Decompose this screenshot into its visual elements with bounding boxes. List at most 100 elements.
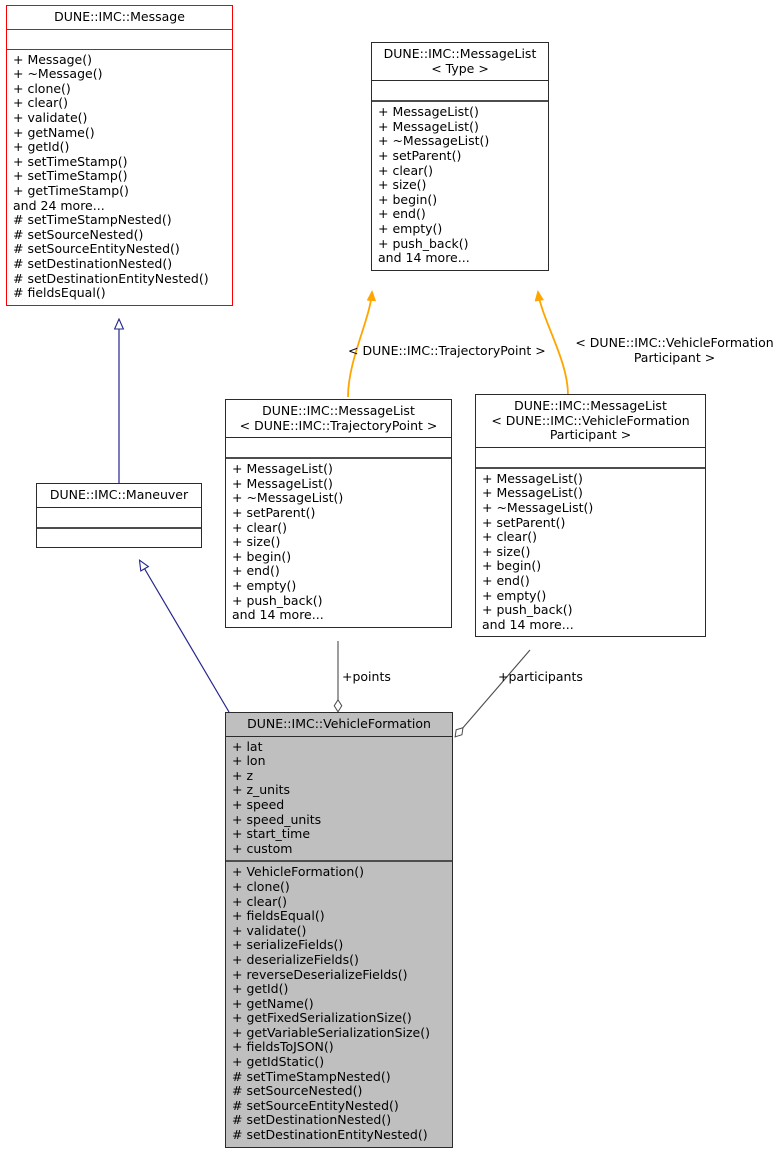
class-attributes-messagelist-vehicleformationparticipant bbox=[476, 448, 705, 467]
edge-label-points: +points bbox=[342, 669, 391, 684]
operation-row: + reverseDeserializeFields() bbox=[232, 966, 408, 982]
operation-row: + MessageList() bbox=[482, 485, 583, 501]
operation-row: # setSourceEntityNested() bbox=[232, 1097, 399, 1113]
operation-row: + clear() bbox=[13, 95, 69, 111]
class-box-vehicleformation[interactable]: DUNE::IMC::VehicleFormation + lat + lon … bbox=[225, 712, 453, 1148]
separator bbox=[226, 437, 451, 439]
operation-row: + MessageList() bbox=[232, 475, 333, 491]
operation-row: # setTimeStampNested() bbox=[232, 1068, 391, 1084]
operation-row: + ~Message() bbox=[13, 66, 103, 82]
operation-row: + size() bbox=[378, 177, 427, 193]
attribute-row: + z_units bbox=[232, 782, 290, 798]
operation-row: + push_back() bbox=[232, 592, 323, 608]
class-attributes-messagelist-trajectorypoint bbox=[226, 438, 451, 457]
operation-row: + empty() bbox=[482, 587, 547, 603]
operation-row: + empty() bbox=[232, 577, 297, 593]
separator bbox=[226, 735, 452, 737]
operation-row: + clear() bbox=[232, 893, 288, 909]
attribute-row: + speed_units bbox=[232, 811, 322, 827]
operation-row: + Message() bbox=[13, 51, 92, 67]
edge-vehicleformation-to-maneuver bbox=[140, 561, 230, 713]
operation-row: + setParent() bbox=[482, 514, 566, 530]
attribute-row: + start_time bbox=[232, 826, 311, 842]
operation-row: + getTimeStamp() bbox=[13, 182, 129, 198]
operation-row: # setDestinationEntityNested() bbox=[13, 270, 209, 286]
class-attributes-messagelist-type bbox=[372, 81, 548, 100]
operation-row: # setSourceEntityNested() bbox=[13, 241, 180, 257]
operation-row: + ~MessageList() bbox=[232, 490, 344, 506]
class-box-message[interactable]: DUNE::IMC::Message + Message() + ~Messag… bbox=[6, 5, 233, 306]
operation-row: + size() bbox=[232, 534, 281, 550]
operation-row: # fieldsEqual() bbox=[13, 285, 106, 301]
class-operations-maneuver bbox=[37, 529, 201, 547]
class-title-message: DUNE::IMC::Message bbox=[54, 9, 185, 24]
edge-aggregation-participants bbox=[455, 649, 531, 737]
operation-row: + end() bbox=[482, 572, 530, 588]
class-title-maneuver: DUNE::IMC::Maneuver bbox=[49, 487, 189, 502]
separator bbox=[372, 80, 548, 82]
edge-label-participants: +participants bbox=[498, 669, 583, 684]
operation-row: + deserializeFields() bbox=[232, 951, 359, 967]
class-attributes-message bbox=[7, 30, 232, 49]
separator bbox=[476, 446, 705, 448]
class-operations-messagelist-type: + MessageList() + MessageList() + ~Messa… bbox=[372, 102, 548, 270]
class-box-messagelist-trajectorypoint[interactable]: DUNE::IMC::MessageList < DUNE::IMC::Traj… bbox=[225, 399, 452, 628]
operation-row: + end() bbox=[378, 206, 426, 222]
class-attributes-maneuver bbox=[37, 508, 201, 527]
operation-row-more: and 14 more... bbox=[232, 607, 324, 623]
operation-row: + push_back() bbox=[482, 602, 573, 618]
operation-row: + begin() bbox=[232, 548, 292, 564]
operation-row: + MessageList() bbox=[378, 118, 479, 134]
operation-row: + empty() bbox=[378, 220, 443, 236]
operation-row: + setParent() bbox=[378, 147, 462, 163]
class-box-messagelist-type[interactable]: DUNE::IMC::MessageList < Type > + Messag… bbox=[371, 42, 549, 271]
operation-row: + getName() bbox=[13, 124, 95, 140]
class-operations-vehicleformation: + VehicleFormation() + clone() + clear()… bbox=[226, 862, 452, 1146]
operation-row: + fieldsEqual() bbox=[232, 908, 325, 924]
operation-row-more: and 14 more... bbox=[378, 250, 470, 266]
attribute-row: + lon bbox=[232, 753, 266, 769]
class-title-vehicleformation: DUNE::IMC::VehicleFormation bbox=[247, 716, 431, 731]
attribute-row: + lat bbox=[232, 738, 263, 754]
operation-row: # setSourceNested() bbox=[232, 1083, 363, 1099]
operation-row: + clone() bbox=[232, 878, 290, 894]
edge-label-template-vehicleformationparticipant: < DUNE::IMC::VehicleFormation Participan… bbox=[575, 335, 774, 365]
operation-row: + validate() bbox=[232, 922, 307, 938]
edge-label-template-trajectorypoint: < DUNE::IMC::TrajectoryPoint > bbox=[348, 343, 546, 358]
operation-row: + validate() bbox=[13, 109, 88, 125]
operation-row: + clear() bbox=[232, 519, 288, 535]
class-box-messagelist-vehicleformationparticipant[interactable]: DUNE::IMC::MessageList < DUNE::IMC::Vehi… bbox=[475, 394, 706, 638]
operation-row: # setTimeStampNested() bbox=[13, 212, 172, 228]
operation-row: + push_back() bbox=[378, 235, 469, 251]
operation-row: + MessageList() bbox=[482, 470, 583, 486]
operation-row: # setDestinationNested() bbox=[232, 1112, 392, 1128]
operation-row: + begin() bbox=[482, 558, 542, 574]
operation-row: + ~MessageList() bbox=[378, 133, 490, 149]
operation-row: + getId() bbox=[232, 981, 289, 997]
operation-row: + getVariableSerializationSize() bbox=[232, 1024, 431, 1040]
operation-row: + getName() bbox=[232, 995, 314, 1011]
operation-row: + getFixedSerializationSize() bbox=[232, 1010, 412, 1026]
operation-row: # setDestinationNested() bbox=[13, 255, 173, 271]
operation-row: + getIdStatic() bbox=[232, 1054, 325, 1070]
operation-row: + size() bbox=[482, 543, 531, 559]
operation-row: + MessageList() bbox=[232, 461, 333, 477]
operation-row: + clone() bbox=[13, 80, 71, 96]
separator bbox=[226, 860, 452, 863]
class-box-maneuver[interactable]: DUNE::IMC::Maneuver bbox=[36, 483, 202, 548]
class-title-messagelist-type: DUNE::IMC::MessageList < Type > bbox=[383, 46, 537, 76]
class-title-messagelist-trajectorypoint: DUNE::IMC::MessageList < DUNE::IMC::Traj… bbox=[239, 403, 438, 433]
separator bbox=[372, 100, 548, 103]
class-operations-message: + Message() + ~Message() + clone() + cle… bbox=[7, 50, 232, 305]
operation-row: + VehicleFormation() bbox=[232, 864, 364, 880]
separator bbox=[476, 466, 705, 469]
operation-row: + MessageList() bbox=[378, 104, 479, 120]
operation-row: + getId() bbox=[13, 139, 70, 155]
separator bbox=[7, 28, 232, 30]
operation-row: + serializeFields() bbox=[232, 937, 344, 953]
class-attributes-vehicleformation: + lat + lon + z + z_units + speed + spee… bbox=[226, 737, 452, 861]
operation-row: + clear() bbox=[482, 529, 538, 545]
operation-row: + setTimeStamp() bbox=[13, 168, 128, 184]
operation-row: + fieldsToJSON() bbox=[232, 1039, 334, 1055]
